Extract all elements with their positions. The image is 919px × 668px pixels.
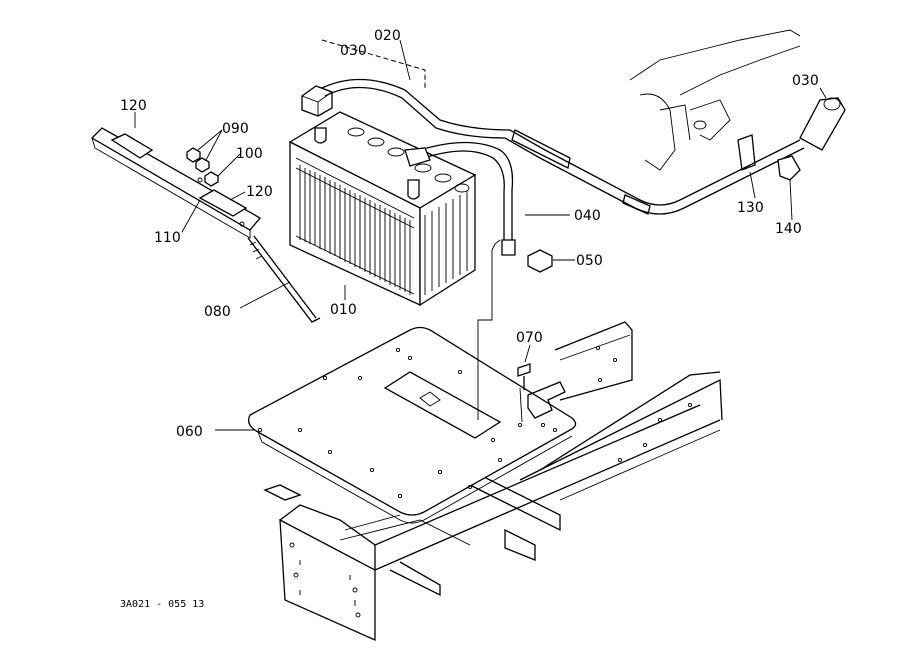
- hold-down-bar: [90, 127, 261, 239]
- label-030-top: 030: [340, 43, 367, 59]
- bolt-050: [527, 249, 553, 273]
- label-040: 040: [574, 208, 601, 224]
- chassis-frame: [263, 321, 723, 642]
- terminal-cover: [301, 85, 333, 117]
- leader-lines: [134, 39, 827, 431]
- label-100: 100: [236, 146, 263, 162]
- label-070: 070: [516, 330, 543, 346]
- positive-cable: [321, 78, 805, 215]
- label-120-mid: 120: [246, 184, 273, 200]
- label-120-top: 120: [120, 98, 147, 114]
- label-130: 130: [737, 200, 764, 216]
- label-110: 110: [154, 230, 181, 246]
- label-010: 010: [330, 302, 357, 318]
- engine-outline: [629, 29, 801, 171]
- label-080: 080: [204, 304, 231, 320]
- label-020: 020: [374, 28, 401, 44]
- cable-clamp: [737, 134, 756, 171]
- negative-cable: [404, 141, 516, 256]
- battery: [288, 111, 477, 307]
- label-030-right: 030: [792, 73, 819, 89]
- clamp-bolt: [777, 155, 801, 181]
- label-140: 140: [775, 221, 802, 237]
- hold-down-rod: [247, 235, 321, 323]
- cable-end-terminal: [799, 97, 846, 151]
- bolt-070: [517, 363, 531, 377]
- label-060: 060: [176, 424, 203, 440]
- nuts: [186, 147, 219, 187]
- battery-tray: [247, 326, 577, 524]
- drawing-code: 3A021 - 055 13: [120, 599, 204, 610]
- tray-holes: [257, 347, 558, 499]
- part-labels: 020 030 030 120 090 100 120 110 040 050 …: [120, 28, 819, 610]
- label-050: 050: [576, 253, 603, 269]
- label-090: 090: [222, 121, 249, 137]
